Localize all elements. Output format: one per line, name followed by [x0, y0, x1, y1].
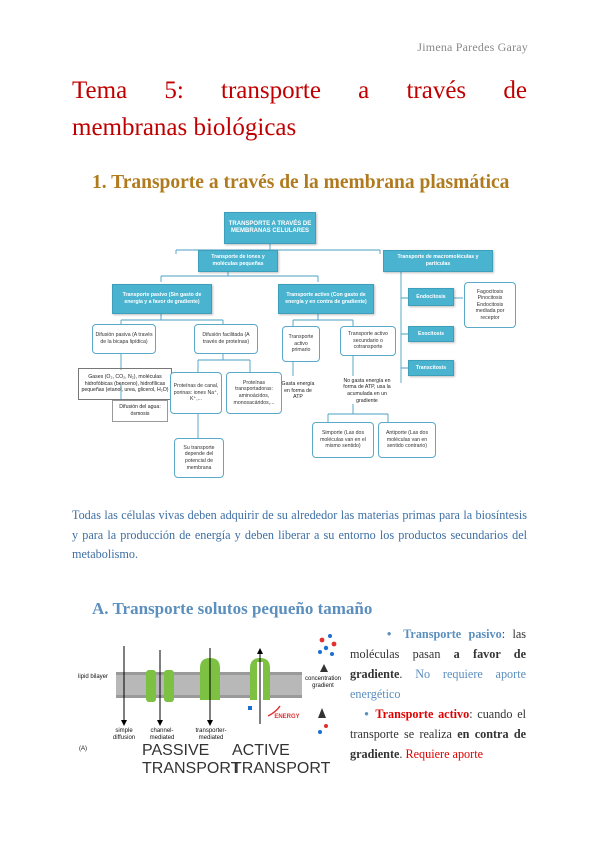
label-concentration-gradient: concentration gradient	[304, 676, 342, 689]
map-simple-diffusion: Difusión pasiva (A través de la bicapa l…	[92, 324, 156, 354]
label-simple-diffusion: simple diffusion	[112, 728, 136, 741]
map-carriers: Proteínas transportadoras: aminoácidos, …	[226, 372, 282, 414]
title-word: Tema	[72, 77, 128, 104]
title-word: de	[503, 77, 527, 104]
title-word: 5:	[164, 77, 184, 104]
label-channel-mediated: channel-mediated	[149, 728, 175, 741]
map-passive: Transporte pasivo (Sin gasto de energía …	[112, 284, 212, 314]
active-text: : cuando el transporte se realiza	[350, 707, 526, 741]
title-word: a	[358, 77, 370, 104]
title-word: través	[406, 77, 467, 104]
map-endocitosis-types: Fagocitosis Pinocitosis Endocitosis medi…	[464, 282, 516, 328]
active-note: Requiere aporte	[405, 747, 484, 761]
active-bold: en contra de gradiente	[350, 727, 527, 761]
map-exocitosis: Exocitosis	[408, 326, 454, 342]
passive-bold: a favor de gradiente	[350, 647, 526, 681]
bullet-text: ● Transporte pasivo: las moléculas pasan…	[350, 624, 526, 764]
concept-map: TRANSPORTE A TRAVÉS DE MEMBRANAS CELULAR…	[78, 208, 528, 484]
passive-label: Transporte pasivo	[403, 627, 502, 641]
map-root: TRANSPORTE A TRAVÉS DE MEMBRANAS CELULAR…	[224, 212, 316, 244]
label-panel: (A)	[79, 746, 87, 752]
label-energy: ENERGY	[274, 714, 300, 720]
title-line-2: membranas biológicas	[72, 114, 297, 141]
map-no-atp: No gasta energía en forma de ATP, usa la…	[343, 377, 391, 404]
map-secondary-active: Transporte activo secundario o cotranspo…	[340, 326, 396, 356]
map-primary-active: Transporte activo primario	[282, 326, 320, 362]
map-endocitosis: Endocitosis	[408, 288, 454, 306]
passive-transport-bar: PASSIVE TRANSPORT	[142, 742, 241, 777]
map-symport: Simporte (Las dos moléculas van en el mi…	[312, 422, 374, 458]
map-atp: Gasta energía en forma de ATP	[281, 381, 315, 401]
label-lipid-bilayer: lipid bilayer	[77, 674, 108, 680]
membrane-diagram	[116, 634, 337, 734]
map-gases: Gases (O₂, CO₂, N₂), moléculas hidrofóbi…	[78, 368, 172, 400]
punctuation: .	[399, 667, 416, 681]
map-membrane-potential: Su transporte depende del potencial de m…	[174, 438, 224, 478]
map-active: Transporte activo (Con gasto de energía …	[278, 284, 374, 314]
concept-map-connectors	[120, 244, 463, 438]
punctuation: .	[399, 747, 406, 761]
page-title: Tema 5: transporte a través de membranas…	[72, 72, 527, 146]
map-antiport: Antiporte (Las dos moléculas van en sent…	[378, 422, 436, 458]
transport-figure: lipid bilayer simple diffusion channel-m…	[76, 628, 356, 760]
author-name: Jimena Paredes Garay	[417, 40, 528, 54]
passive-note: No requiere aporte energético	[350, 667, 527, 701]
map-small-molecules: Transporte de iones y moléculas pequeñas	[198, 250, 278, 272]
title-line-1: Tema 5: transporte a través de	[72, 72, 527, 109]
map-macromolecules: Transporte de macromoléculas y partícula…	[383, 250, 493, 272]
bullet-icon: ●	[364, 709, 371, 718]
bullet-icon: ●	[386, 629, 396, 638]
label-transporter-mediated: transporter-mediated	[195, 728, 227, 741]
intro-paragraph: Todas las células vivas deben adquirir d…	[72, 508, 527, 562]
active-transport-bar: ACTIVE TRANSPORT	[232, 742, 331, 777]
passive-text: : las moléculas pasan	[350, 627, 527, 661]
title-word: transporte	[221, 77, 321, 104]
map-transcitosis: Transcitosis	[408, 360, 454, 376]
section-heading-1: 1. Transporte a través de la membrana pl…	[92, 172, 510, 193]
map-water: Difusión del agua: ósmosis	[112, 400, 168, 422]
section-heading-a: A. Transporte solutos pequeño tamaño	[92, 599, 373, 618]
active-label: Transporte activo	[375, 707, 470, 721]
map-facilitated-diffusion: Difusión facilitada (A través de proteín…	[194, 324, 258, 354]
map-channels: Proteínas de canal, porinas: iones Na⁺, …	[170, 372, 222, 414]
